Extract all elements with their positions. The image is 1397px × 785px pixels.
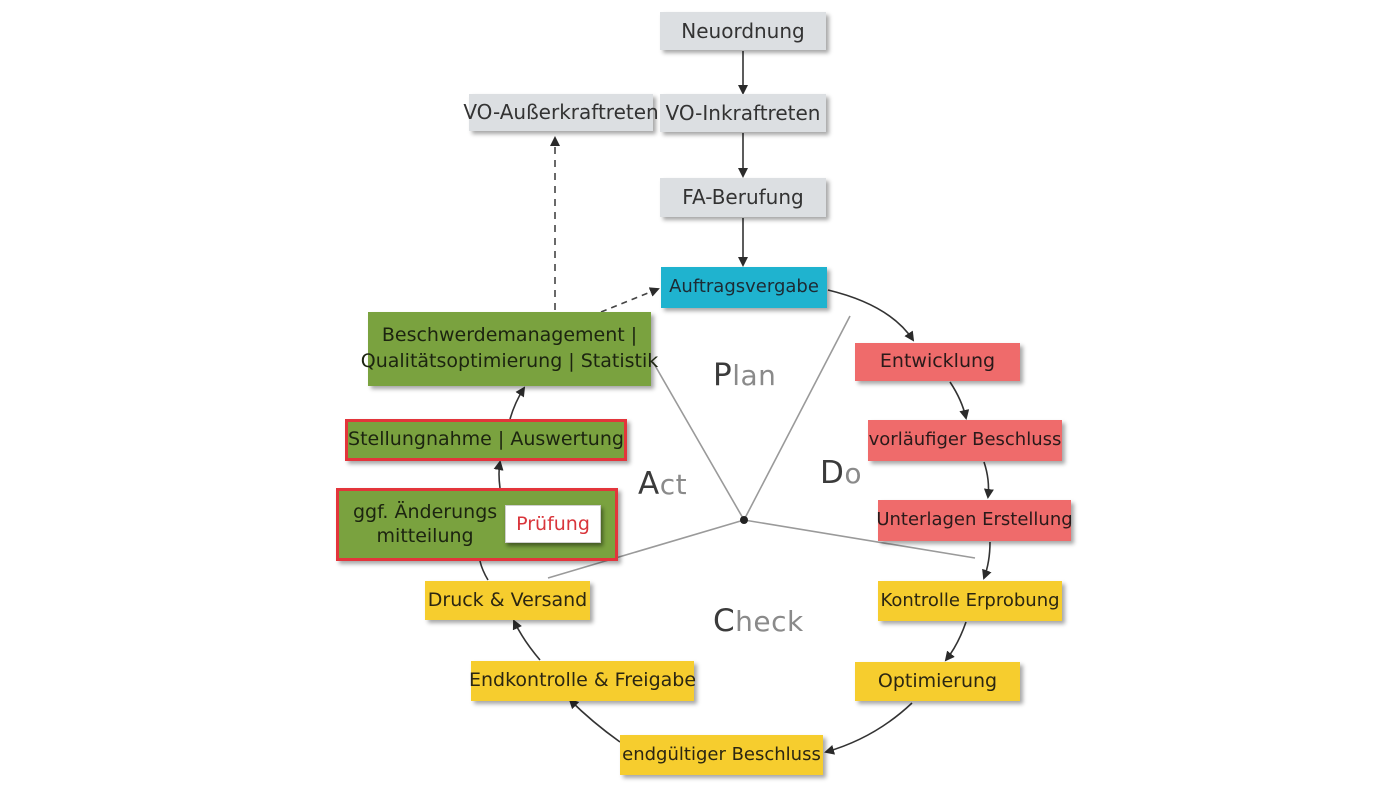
box-unterlagen-erstellung-label: Unterlagen Erstellung [876,509,1073,531]
arc-auftrag-entwicklung [827,289,915,342]
box-entwicklung: Entwicklung [855,343,1020,381]
arc-optimierung-endgueltig [824,702,913,755]
aenderung-line1: ggf. Änderungs [353,500,498,523]
center-dot [740,516,748,524]
pruefung-button[interactable]: Prüfung [505,505,601,543]
divider-do-check [743,519,976,559]
box-vorlaeufiger-beschluss-label: vorläufiger Beschluss [868,429,1062,451]
phase-act-label: Act [638,466,687,502]
arc-stellungnahme-beschwerde [509,386,526,420]
phase-do-initial: D [820,455,845,491]
aenderung-text: ggf. Änderungs mitteilung [353,501,497,549]
box-endkontrolle-freigabe: Endkontrolle & Freigabe [468,661,697,701]
box-vo-ausserkraft-label: VO-Außerkraftreten [463,100,659,124]
phase-plan-label: Plan [713,357,776,393]
box-druck-versand: Druck & Versand [425,581,590,620]
arc-vorlaeufig-unterlagen [983,461,994,499]
box-endgueltiger-beschluss-label: endgültiger Beschluss [622,743,821,765]
arc-endgueltig-endkontrolle [568,698,621,743]
arc-unterlagen-kontrolle [982,541,992,580]
box-endkontrolle-freigabe-label: Endkontrolle & Freigabe [468,669,697,692]
divider-check-act [547,519,745,579]
box-fa-berufung: FA-Berufung [660,178,826,217]
box-vo-ausserkraft: VO-Außerkraftreten [463,94,659,131]
box-neuordnung-label: Neuordnung [681,18,805,43]
pruefung-label: Prüfung [516,513,590,535]
box-fa-berufung-label: FA-Berufung [682,185,804,209]
divider-plan-do [743,315,851,521]
arc-kontrolle-optimierung [944,621,967,662]
phase-act-initial: A [638,466,660,502]
box-stellungnahme-auswertung: Stellungnahme | Auswertung [345,419,627,461]
phase-check-label: Check [713,603,804,639]
arc-endkontrolle-druck [512,619,541,661]
phase-plan-rest: lan [732,359,777,392]
box-entwicklung-label: Entwicklung [879,350,996,373]
box-druck-versand-label: Druck & Versand [427,588,588,611]
phase-check-rest: heck [735,605,804,638]
phase-do-rest: o [844,457,863,490]
box-vo-inkraft: VO-Inkraftreten [660,94,826,132]
box-vorlaeufiger-beschluss: vorläufiger Beschluss [868,420,1062,461]
box-beschwerdemanagement: Beschwerdemanagement | Qualitätsoptimier… [361,312,658,386]
box-optimierung-label: Optimierung [877,669,998,692]
box-optimierung: Optimierung [855,662,1020,701]
arc-aenderung-stellungnahme [493,460,504,489]
box-kontrolle-erprobung: Kontrolle Erprobung [878,581,1062,621]
box-endgueltiger-beschluss: endgültiger Beschluss [620,735,823,775]
phase-act-rest: ct [659,468,688,501]
box-auftragsvergabe-label: Auftragsvergabe [669,276,819,298]
box-stellungnahme-label: Stellungnahme | Auswertung [348,428,624,451]
box-neuordnung: Neuordnung [660,12,826,50]
phase-check-initial: C [713,603,736,639]
divider-act-plan [652,361,745,521]
beschwerde-line1: Beschwerdemanagement | [381,324,638,347]
arc-druck-aenderung [479,560,489,581]
beschwerde-line2: Qualitätsoptimierung | Statistik [360,350,659,372]
box-vo-inkraft-label: VO-Inkraftreten [665,100,821,125]
phase-do-label: Do [820,455,862,491]
aenderung-line2: mitteilung [376,524,474,547]
box-unterlagen-erstellung: Unterlagen Erstellung [876,500,1073,541]
box-auftragsvergabe: Auftragsvergabe [661,267,827,308]
beschwerde-text: Beschwerdemanagement | Qualitätsoptimier… [361,323,658,374]
arc-entwicklung-vorlaeufig [949,381,970,420]
dashed-arrow-to-auftrag [600,287,660,313]
box-kontrolle-erprobung-label: Kontrolle Erprobung [880,589,1060,611]
phase-plan-initial: P [713,357,733,393]
